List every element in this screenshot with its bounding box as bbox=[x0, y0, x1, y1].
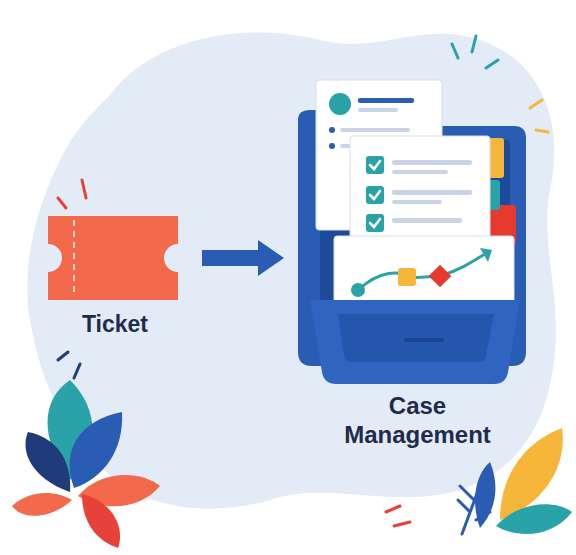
sparkle bbox=[452, 36, 498, 68]
ticket-node: Ticket bbox=[40, 205, 190, 343]
node-label: Ticket bbox=[40, 311, 190, 339]
sparkle bbox=[58, 180, 86, 208]
leaves bbox=[12, 380, 160, 548]
folder-icon bbox=[298, 80, 526, 384]
sparkle bbox=[386, 506, 410, 526]
node-label: Case Management bbox=[318, 392, 518, 450]
ticket-icon bbox=[48, 216, 178, 300]
background-blob bbox=[27, 32, 555, 508]
sparkle bbox=[530, 100, 548, 132]
sparkle bbox=[58, 352, 80, 378]
flow-arrow bbox=[202, 240, 284, 276]
folder-node: Case Management bbox=[290, 66, 545, 454]
